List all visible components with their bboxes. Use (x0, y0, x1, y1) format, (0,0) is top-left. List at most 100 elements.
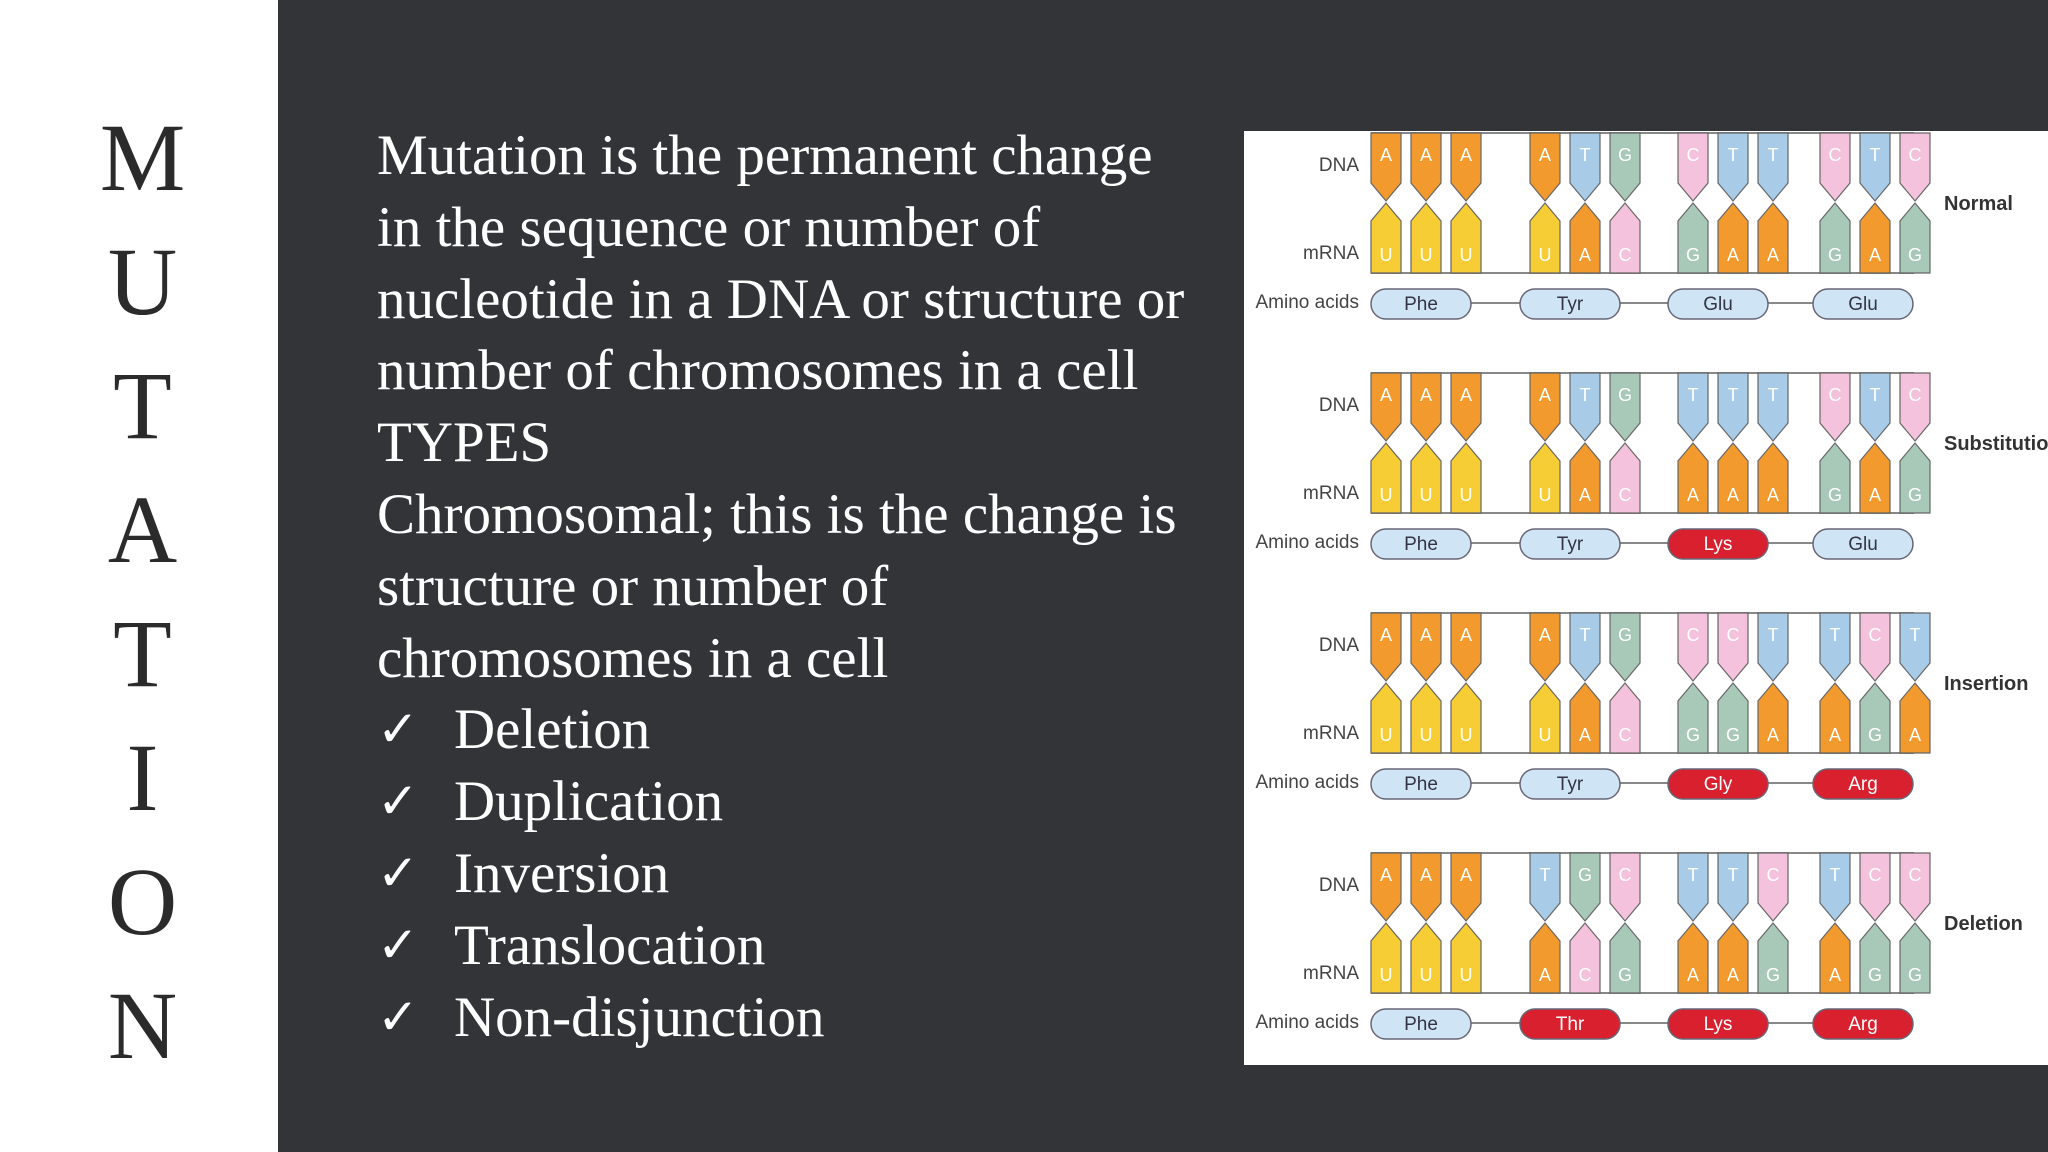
dna-base-letter: A (1420, 145, 1432, 165)
dna-base (1859, 132, 1891, 202)
dna-base (1899, 852, 1931, 922)
dna-base-letter: C (1619, 865, 1632, 885)
dna-base-letter: T (1580, 145, 1591, 165)
dna-base (1859, 852, 1891, 922)
mrna-base-letter: G (1908, 485, 1922, 505)
dna-base-letter: A (1539, 385, 1551, 405)
dna-base (1757, 612, 1789, 682)
mrna-base (1370, 202, 1402, 274)
mrna-base-letter: A (1767, 245, 1779, 265)
dna-base-letter: C (1909, 865, 1922, 885)
mutation-type-label: Deletion (1944, 913, 2023, 935)
mrna-base-letter: A (1909, 725, 1921, 745)
dna-base-letter: A (1380, 625, 1392, 645)
checkmark-icon: ✓ (377, 916, 419, 973)
amino-row-label: Amino acids (1256, 292, 1360, 313)
mrna-base-letter: G (1868, 965, 1882, 985)
dna-base-letter: T (1830, 625, 1841, 645)
mrna-base (1899, 922, 1931, 994)
amino-acid-label: Phe (1404, 294, 1438, 315)
amino-acid-pill (1370, 528, 1472, 560)
dna-base-letter: T (1910, 625, 1921, 645)
body-line: nucleotide in a DNA or structure or (377, 267, 1185, 331)
dna-base (1859, 372, 1891, 442)
amino-acid-label: Arg (1848, 1014, 1878, 1035)
dna-base (1370, 852, 1402, 922)
mrna-base-letter: U (1420, 725, 1433, 745)
mrna-row-label: mRNA (1303, 723, 1359, 744)
mrna-base-letter: A (1579, 485, 1591, 505)
dna-base (1569, 132, 1601, 202)
amino-acid-pill (1370, 1008, 1472, 1040)
dna-row-label: DNA (1319, 635, 1359, 656)
mrna-base (1677, 682, 1709, 754)
dna-base-letter: A (1380, 385, 1392, 405)
title-letter: T (113, 600, 172, 707)
amino-acid-pill (1370, 768, 1472, 800)
dna-row-label: DNA (1319, 875, 1359, 896)
amino-acid-pill (1667, 768, 1769, 800)
mrna-base-letter: U (1380, 725, 1393, 745)
mrna-base (1757, 682, 1789, 754)
dna-base-letter: G (1618, 625, 1632, 645)
amino-acid-label: Lys (1704, 534, 1733, 555)
mrna-base-letter: A (1727, 485, 1739, 505)
type-label: Translocation (454, 913, 766, 977)
amino-acid-label: Glu (1848, 294, 1878, 315)
dna-base-letter: T (1728, 145, 1739, 165)
type-list-item: ✓ Translocation (377, 910, 1247, 982)
dna-base (1757, 852, 1789, 922)
mrna-base (1859, 922, 1891, 994)
dna-base-letter: T (1728, 385, 1739, 405)
mrna-base-letter: U (1460, 245, 1473, 265)
body-line: Chromosomal; this is the change is (377, 482, 1177, 546)
mrna-base (1717, 682, 1749, 754)
checkmark-icon: ✓ (377, 844, 419, 901)
mrna-base (1569, 682, 1601, 754)
mrna-base (1819, 202, 1851, 274)
mrna-base (1450, 922, 1482, 994)
amino-acid-label: Lys (1704, 1014, 1733, 1035)
mrna-base-letter: U (1539, 725, 1552, 745)
amino-acid-pill (1519, 1008, 1621, 1040)
mrna-base-letter: A (1579, 725, 1591, 745)
dna-base (1450, 612, 1482, 682)
amino-acid-pill (1812, 528, 1914, 560)
dna-base (1529, 372, 1561, 442)
dna-base (1450, 372, 1482, 442)
body-line: structure or number of (377, 554, 889, 618)
mrna-base (1609, 202, 1641, 274)
mrna-base (1819, 922, 1851, 994)
dna-base-letter: C (1869, 625, 1882, 645)
mrna-base (1677, 202, 1709, 274)
dna-base-letter: T (1728, 865, 1739, 885)
mrna-base-letter: A (1829, 725, 1841, 745)
dna-base (1370, 612, 1402, 682)
dna-base (1609, 852, 1641, 922)
dna-base-letter: T (1768, 625, 1779, 645)
dna-base-letter: T (1580, 385, 1591, 405)
mrna-base-letter: G (1686, 245, 1700, 265)
amino-acid-pill (1812, 288, 1914, 320)
title-letter: I (126, 724, 159, 831)
mrna-base (1609, 442, 1641, 514)
mrna-row-label: mRNA (1303, 963, 1359, 984)
mrna-base-letter: U (1460, 965, 1473, 985)
dna-base (1569, 612, 1601, 682)
dna-base-letter: T (1870, 385, 1881, 405)
title-letter: N (107, 972, 178, 1079)
checkmark-icon: ✓ (377, 701, 419, 758)
dna-base (1859, 612, 1891, 682)
dna-base (1609, 612, 1641, 682)
mrna-base (1450, 442, 1482, 514)
dna-base-letter: C (1687, 625, 1700, 645)
amino-row-label: Amino acids (1256, 772, 1360, 793)
title-letter: T (113, 352, 172, 459)
checkmark-icon: ✓ (377, 773, 419, 830)
dna-base (1529, 612, 1561, 682)
mrna-base (1819, 682, 1851, 754)
dna-base (1899, 372, 1931, 442)
dna-base (1819, 132, 1851, 202)
type-list-item: ✓Deletion (377, 694, 1247, 766)
body-text: Mutation is the permanent change in the … (377, 120, 1247, 1053)
